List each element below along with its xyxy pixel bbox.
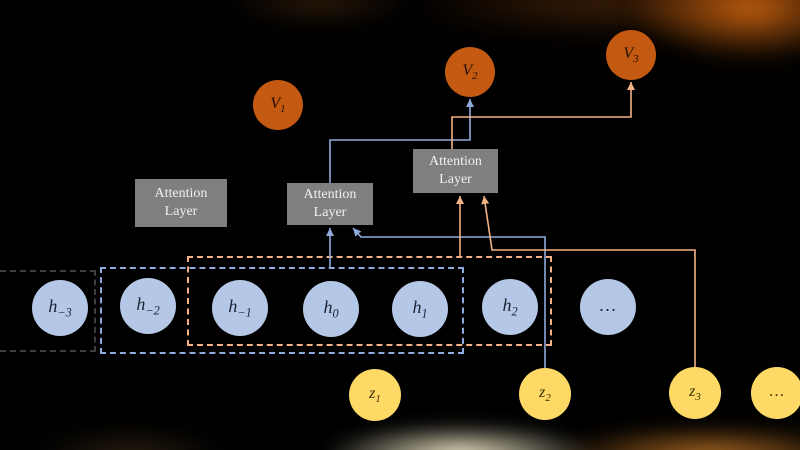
attention-layer-1-line2: Layer bbox=[164, 204, 198, 219]
node-label: … bbox=[598, 294, 618, 315]
glow-top-left bbox=[225, 0, 415, 26]
node-v-3: V3 bbox=[606, 30, 656, 80]
attention-layer-2-line2: Layer bbox=[313, 205, 347, 220]
glow-bottom-left bbox=[30, 430, 230, 450]
attention-layer-3: Attention Layer bbox=[413, 149, 498, 193]
attention-layer-2: Attention Layer bbox=[287, 183, 373, 225]
node-label: h2 bbox=[502, 294, 518, 319]
attention-layer-3-line1: Attention bbox=[429, 153, 482, 169]
node-h-1: h1 bbox=[392, 281, 448, 337]
node-label: z3 bbox=[689, 382, 701, 404]
node-label: h0 bbox=[323, 296, 339, 321]
node-h-0: h0 bbox=[303, 281, 359, 337]
node-label: h−3 bbox=[48, 295, 72, 320]
attention-layer-3-line2: Layer bbox=[439, 172, 472, 187]
attention-layer-2-line1: Attention bbox=[303, 186, 357, 202]
context-window-gray bbox=[0, 270, 96, 352]
glow-top-streak bbox=[400, 0, 800, 34]
node-v-2: V2 bbox=[445, 47, 495, 97]
node-label: h−1 bbox=[228, 295, 252, 320]
node-label: … bbox=[768, 382, 786, 400]
node-h-2: h2 bbox=[482, 279, 538, 335]
node-h-ellipsis: … bbox=[580, 279, 636, 335]
node-label: z2 bbox=[539, 383, 551, 405]
node-z-3: z3 bbox=[669, 367, 721, 419]
node-z-2: z2 bbox=[519, 368, 571, 420]
node-z-ellipsis: … bbox=[751, 367, 800, 419]
node-h-minus3: h−3 bbox=[32, 280, 88, 336]
node-z-1: z1 bbox=[349, 369, 401, 421]
node-label: V2 bbox=[462, 61, 478, 83]
attention-layer-1-line1: Attention bbox=[154, 185, 208, 201]
glow-bottom-right bbox=[555, 426, 800, 450]
node-label: z1 bbox=[369, 384, 381, 406]
node-label: V3 bbox=[623, 44, 639, 66]
node-h-minus2: h−2 bbox=[120, 278, 176, 334]
glow-bottom-center bbox=[325, 424, 595, 450]
node-label: h1 bbox=[412, 296, 428, 321]
node-label: V1 bbox=[270, 94, 286, 116]
attention-layer-1: Attention Layer bbox=[135, 179, 227, 227]
node-label: h−2 bbox=[136, 293, 160, 318]
node-h-minus1: h−1 bbox=[212, 280, 268, 336]
node-v-1: V1 bbox=[253, 80, 303, 130]
